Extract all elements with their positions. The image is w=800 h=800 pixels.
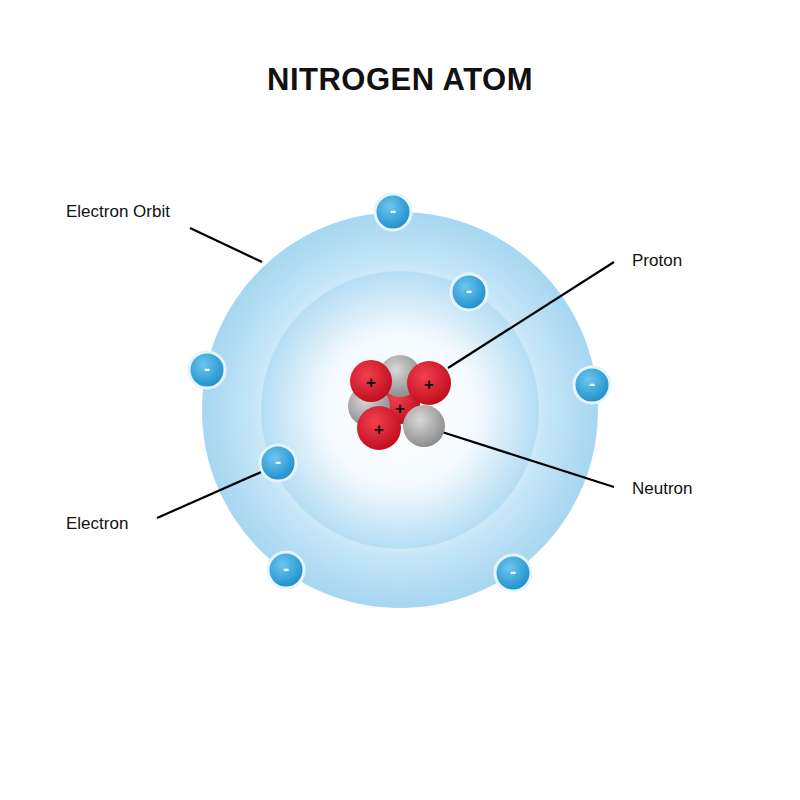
- proton-charge: +: [366, 374, 376, 391]
- proton-charge: +: [395, 400, 405, 417]
- part-label: Electron Orbit: [66, 202, 170, 222]
- electrons: [189, 194, 610, 591]
- part-label: Electron: [66, 514, 128, 534]
- electron-charge: -: [589, 375, 595, 393]
- nucleus: [348, 355, 451, 450]
- leader-lines: [157, 228, 614, 518]
- proton-charge: +: [374, 421, 384, 438]
- electron-charge: -: [510, 563, 516, 581]
- proton-charge: +: [424, 376, 434, 393]
- electron-charge: -: [204, 360, 210, 378]
- part-label: Proton: [632, 251, 682, 271]
- electron-charge: -: [283, 560, 289, 578]
- electron-orbit: [202, 212, 598, 608]
- electron-charge: -: [275, 453, 281, 471]
- diagram-title: NITROGEN ATOM: [267, 62, 533, 98]
- electron-charge: -: [466, 282, 472, 300]
- electron-charge: -: [390, 202, 396, 220]
- part-label: Neutron: [632, 479, 692, 499]
